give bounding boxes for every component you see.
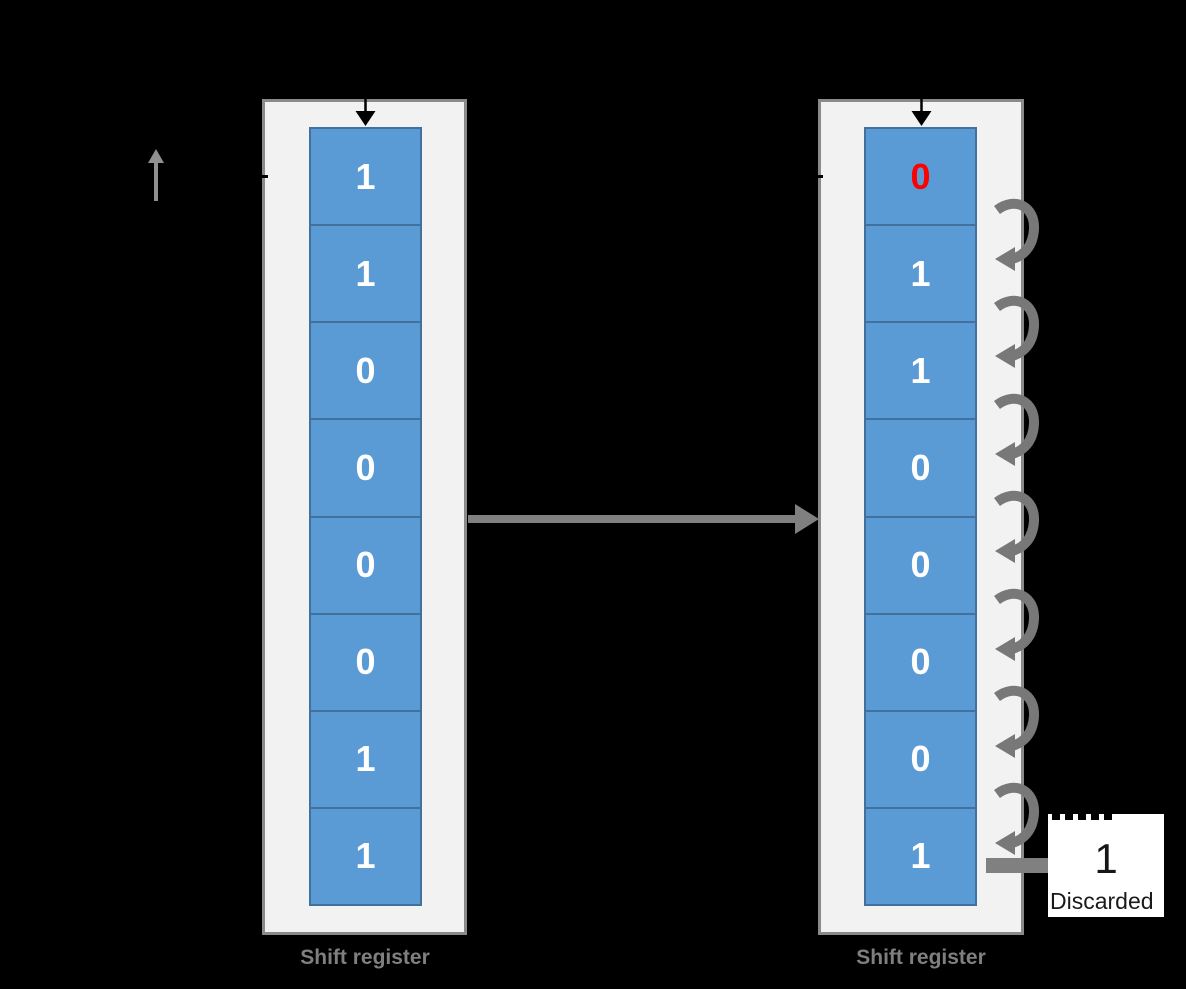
shift-arc-icon [994,783,1039,856]
bit-value: 0 [910,446,931,488]
bit-value: 0 [355,544,376,586]
bit-value: 0 [910,738,931,780]
shift-arc-icon [994,296,1039,369]
register-cell: 0 [864,127,977,227]
right-register-cells: 0 1 1 0 0 0 0 1 [864,127,977,906]
bit-value: 0 [910,155,931,197]
bit-value: 0 [910,544,931,586]
register-cell: 1 [309,127,422,227]
shift-arcs [992,0,1040,989]
bit-value: 1 [355,738,376,780]
register-cell: 1 [864,806,977,906]
up-arrow-icon [148,149,164,201]
register-cell: 0 [309,515,422,615]
left-register-cells: 1 1 0 0 0 0 1 1 [309,127,422,906]
bit-value: 1 [355,155,376,197]
bit-value: 1 [910,252,931,294]
shift-arc-icon [994,685,1039,758]
left-register-label: Shift register [300,946,430,969]
register-cell: 0 [864,709,977,809]
bit-value: 1 [910,349,931,391]
bit-value: 0 [910,641,931,683]
bit-value: 1 [355,252,376,294]
register-cell: 0 [309,612,422,712]
discard-box: 1 Discarded [1048,814,1164,917]
right-register-panel: 0 1 1 0 0 0 0 1 [818,99,1024,935]
bit-value: 1 [355,835,376,877]
register-cell: 1 [864,321,977,421]
register-cell: 0 [864,515,977,615]
shift-arc-icon [994,490,1039,564]
discarded-bit-value: 1 [1094,835,1118,882]
register-cell: 0 [864,612,977,712]
right-input-arrow-icon [911,97,932,126]
discarded-label: Discarded [1050,888,1154,914]
register-cell: 0 [309,321,422,421]
bit-value: 0 [355,349,376,391]
left-register-panel: 1 1 0 0 0 0 1 1 [262,99,467,935]
left-input-tick [255,175,268,178]
register-cell: 0 [309,418,422,518]
right-input-tick [810,175,823,178]
register-cell: 1 [309,709,422,809]
clipped-text-fragment [1052,814,1117,820]
shift-arc-icon [994,198,1039,271]
register-cell: 1 [864,224,977,324]
right-register-label: Shift register [856,946,986,969]
transfer-arrow-icon [468,504,819,534]
shift-arc-icon [994,588,1039,661]
bit-value: 0 [355,446,376,488]
register-cell: 1 [309,224,422,324]
register-cell: 0 [864,418,977,518]
register-cell: 1 [309,806,422,906]
left-input-arrow-icon [355,97,376,126]
bit-value: 1 [910,835,931,877]
shift-arc-icon [994,393,1039,466]
bit-value: 0 [355,641,376,683]
